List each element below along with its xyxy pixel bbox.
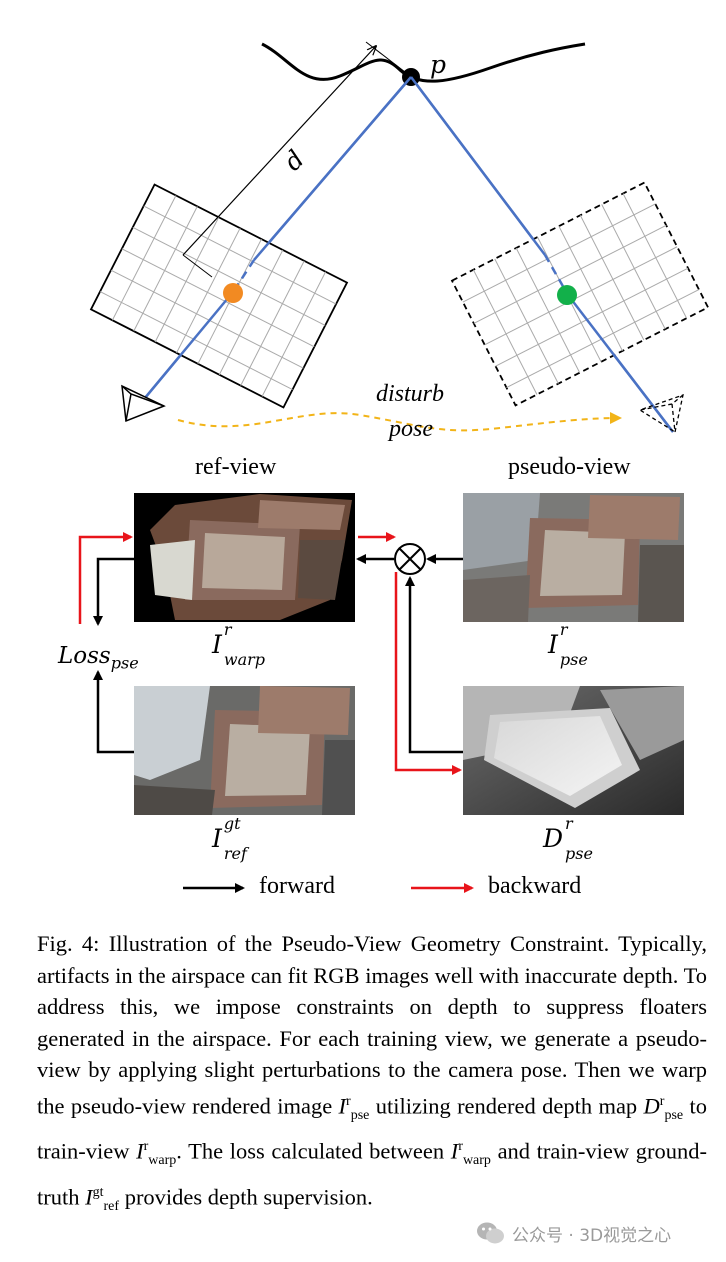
bwd-loss-to-warp (78, 532, 133, 624)
pose-label: pose (389, 416, 433, 442)
surface-curve (261, 42, 586, 83)
depth-leader (182, 254, 213, 278)
loss-label: Losspse (58, 643, 139, 673)
geometry-diagram (78, 41, 710, 893)
wechat-icon (477, 1222, 504, 1244)
ref-view-label: ref-view (195, 454, 277, 480)
pseudo-camera-icon (638, 394, 684, 434)
legend-backward-label: backward (488, 873, 582, 899)
warp-operator (394, 543, 426, 575)
pseudo-image (463, 493, 684, 622)
watermark-text: 公众号 · 3D视觉之心 (512, 1225, 672, 1246)
fwd-depth-to-op (405, 576, 463, 754)
pseudo-projected-point (557, 285, 577, 305)
pseudo-image-plane (450, 181, 710, 407)
legend-forward-label: forward (259, 873, 335, 899)
depth-map (463, 686, 684, 815)
fwd-ref-to-loss (93, 670, 134, 754)
disturb-label: disturb (376, 381, 445, 407)
point-label: p (430, 50, 447, 79)
ref-camera-icon (121, 384, 166, 423)
pseudo-view-label: pseudo-view (508, 454, 631, 480)
ref-projected-point (223, 283, 243, 303)
watermark: 公众号 · 3D视觉之心 (476, 1220, 671, 1246)
ref-gt-image (134, 686, 355, 815)
fwd-warp-to-loss (93, 557, 134, 626)
disturb-pose-arrow (177, 412, 622, 432)
tangent-line (365, 41, 406, 73)
ref-image-plane (89, 183, 349, 409)
bwd-op-to-depth (394, 572, 462, 775)
figure-caption: Fig. 4: Illustration of the Pseudo-View … (37, 931, 708, 1214)
depth-arrow (182, 46, 376, 256)
figure: p d disturb pose ref-view pseudo-view Lo… (58, 41, 710, 899)
warped-image (134, 493, 355, 622)
